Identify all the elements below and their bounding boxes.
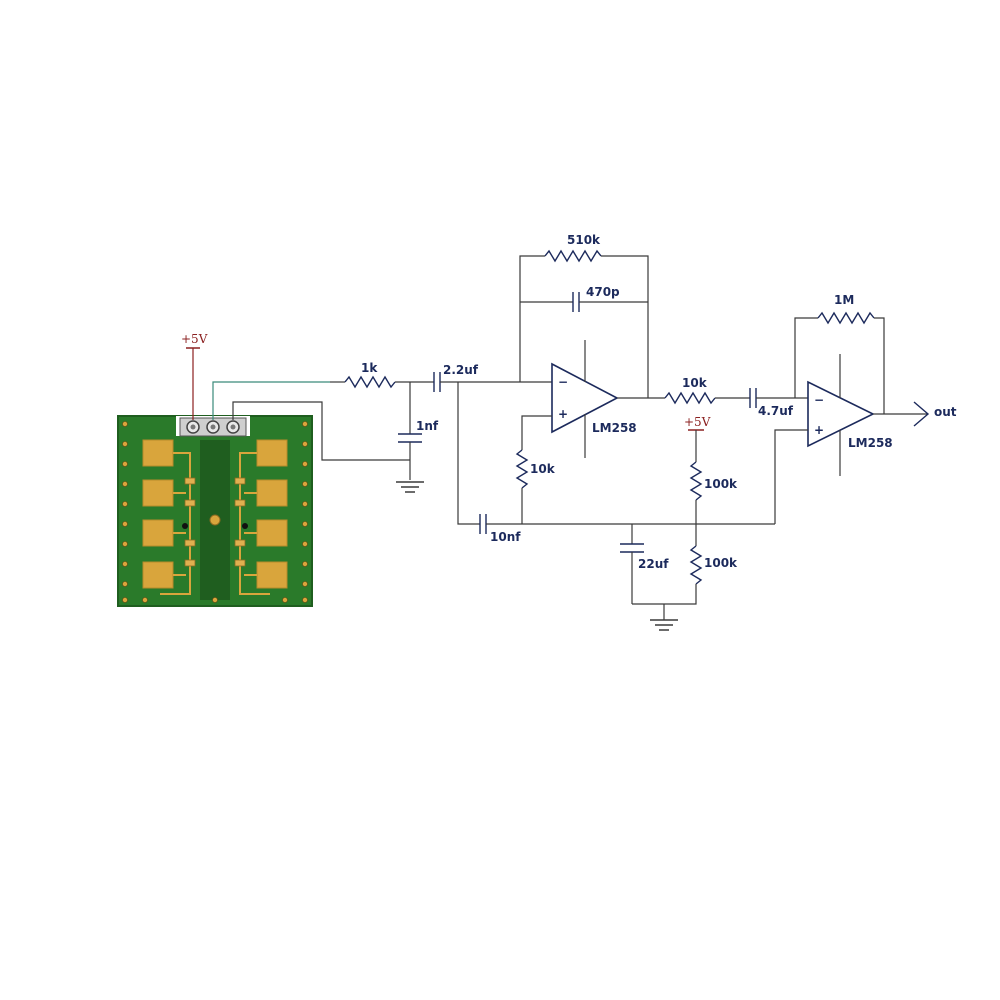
capacitor-1nf-label: 1nf: [416, 419, 439, 433]
pcb-supply-label: +5V: [181, 332, 208, 346]
resistor-10k-stage2: 10k: [664, 376, 750, 405]
pcb-components: [184, 477, 246, 567]
resistor-100k-bottom: 100k: [632, 545, 738, 605]
opamp-1-label: LM258: [592, 421, 637, 435]
ground-symbol-1: [396, 481, 424, 493]
resistor-100k-top-label: 100k: [704, 477, 738, 491]
resistor-10k-stage2-label: 10k: [682, 376, 708, 390]
capacitor-10nf-label: 10nf: [490, 530, 521, 544]
resistor-100k-top: 100k: [689, 461, 738, 546]
pcb-header-pins: [179, 417, 247, 437]
capacitor-1nf: 1nf: [398, 382, 439, 480]
pcb-supply-symbol: +5V: [181, 332, 208, 420]
ground-symbol-2: [650, 604, 678, 631]
capacitor-2-2uf-label: 2.2uf: [443, 363, 479, 377]
feedback-network-1: 510k 470p: [519, 233, 665, 399]
capacitor-22uf: 22uf: [620, 524, 669, 604]
bias-line-opamp2: [774, 429, 808, 524]
pcb-via-right: [242, 523, 248, 529]
resistor-1m-label: 1M: [834, 293, 854, 307]
resistor-100k-bottom-label: 100k: [704, 556, 738, 570]
capacitor-22uf-label: 22uf: [638, 557, 669, 571]
opamp-1-minus: −: [558, 375, 568, 389]
capacitor-4-7uf-label: 4.7uf: [758, 404, 794, 418]
output-label: out: [934, 405, 957, 419]
opamp-1: − + LM258: [551, 340, 637, 458]
resistor-10k-bias: 10k: [515, 415, 556, 524]
opamp-2-minus: −: [814, 393, 824, 407]
signal-wire: [212, 381, 330, 420]
opamp-2-label: LM258: [848, 436, 893, 450]
output-terminal: out: [873, 401, 957, 427]
pcb-via-left: [182, 523, 188, 529]
opamp-2: − + LM258: [807, 354, 893, 476]
resistor-1k-label: 1k: [361, 361, 378, 375]
bias-supply-symbol: +5V: [684, 415, 711, 462]
resistor-510k-label: 510k: [567, 233, 601, 247]
resistor-10k-bias-label: 10k: [530, 462, 556, 476]
pcb-right-antenna-pads: [256, 439, 288, 589]
bias-supply-label: +5V: [684, 415, 711, 429]
capacitor-4-7uf: 4.7uf: [749, 388, 808, 418]
opamp-1-plus: +: [558, 407, 568, 421]
ground-wire: [232, 401, 410, 461]
resistor-1m-feedback: 1M: [794, 293, 885, 414]
resistor-1k: 1k: [330, 361, 430, 389]
pcb-traces: [160, 452, 270, 595]
capacitor-2-2uf: 2.2uf: [430, 363, 552, 392]
pcb-edge-vias: [122, 421, 308, 603]
radar-sensor-module: [117, 415, 313, 607]
pcb-center-pad: [209, 514, 221, 526]
capacitor-10nf: 10nf: [457, 382, 775, 544]
opamp-2-plus: +: [814, 423, 824, 437]
capacitor-470p-label: 470p: [586, 285, 620, 299]
